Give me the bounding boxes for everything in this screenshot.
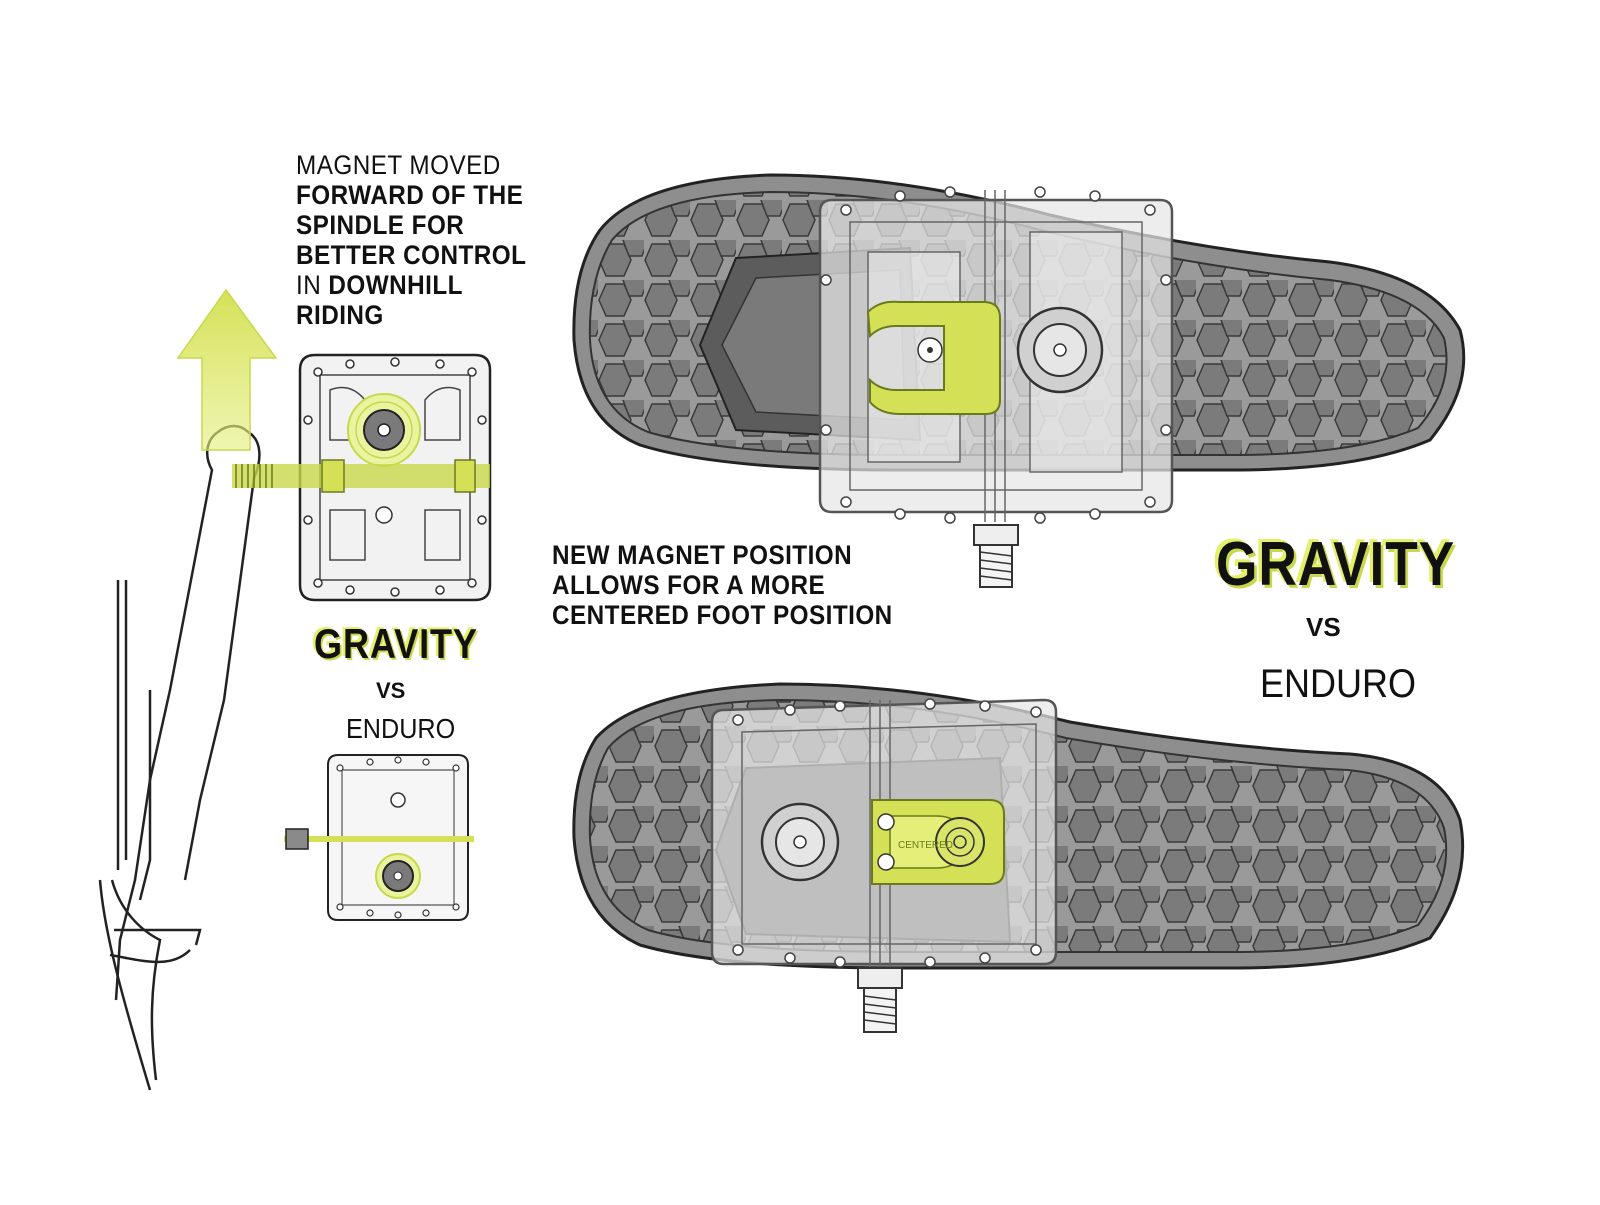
vs-label-small: VS [376,678,406,703]
plate-text: CENTERED [898,840,953,851]
new-position-line-2: ALLOWS FOR A MORE [552,570,826,600]
vs-label-large: VS [1306,612,1341,642]
callout-line-3: SPINDLE FOR [296,210,465,240]
callout-line-6: RIDING [296,300,384,330]
magnet-moved-callout: MAGNET MOVED FORWARD OF THE SPINDLE FOR … [296,150,526,330]
callout-line-4: BETTER CONTROL [296,240,527,270]
enduro-pedal-overlay: CENTERED [710,698,1058,1033]
gravity-label-large: GRAVITY [1216,530,1456,599]
crank-arm-illustration [98,424,261,1091]
enduro-label-large: ENDURO [1260,662,1417,706]
new-position-line-3: CENTERED FOOT POSITION [552,600,893,630]
callout-line-5a: IN [296,270,329,300]
callout-line-2: FORWARD OF THE [296,180,524,210]
gravity-label-small: GRAVITY [314,620,478,667]
new-position-callout: NEW MAGNET POSITION ALLOWS FOR A MORE CE… [552,540,893,630]
enduro-pedal-small [284,754,474,921]
callout-line-5b: DOWNHILL [328,270,463,300]
enduro-label-small: ENDURO [346,713,456,744]
new-position-line-1: NEW MAGNET POSITION [552,540,853,570]
gravity-pedal-small [232,353,492,602]
callout-line-1: MAGNET MOVED [296,150,501,180]
forward-arrow-icon [176,288,278,451]
gravity-pedal-overlay [818,186,1174,588]
